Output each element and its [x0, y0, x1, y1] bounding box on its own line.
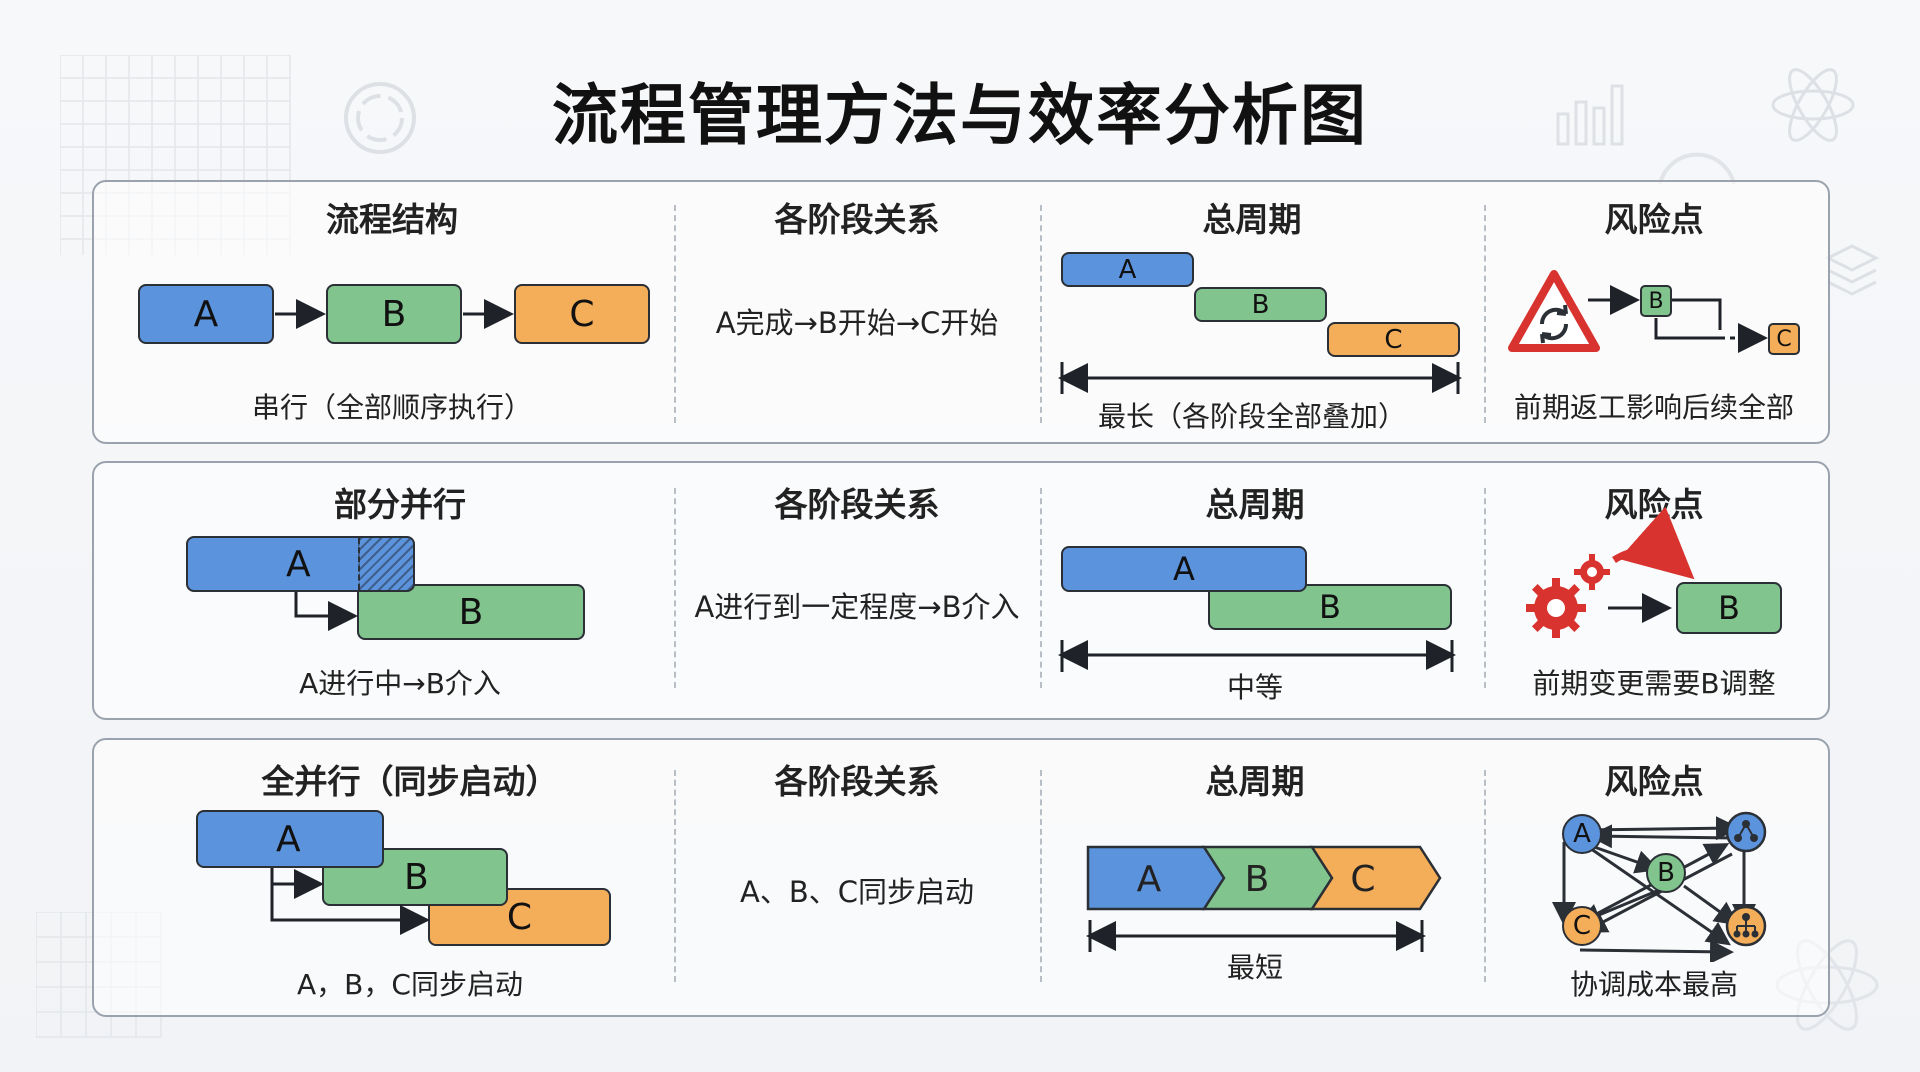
column-divider	[1484, 205, 1486, 423]
risk-node-a: A	[1562, 814, 1602, 854]
cycle-stage-c: C	[1350, 859, 1376, 900]
column-divider	[674, 205, 676, 423]
column-divider	[1040, 770, 1042, 982]
cycle-header: 总周期	[1202, 200, 1302, 239]
risk-stage-b: B	[1676, 582, 1782, 634]
stage-c-block: C	[514, 284, 650, 344]
structure-caption: 串行（全部顺序执行）	[251, 391, 532, 424]
cycle-header: 总周期	[1205, 485, 1305, 524]
structure-caption: A，B，C同步启动	[297, 968, 523, 1001]
chevron-stage-bar	[1086, 845, 1442, 911]
relation-text: A完成→B开始→C开始	[715, 306, 999, 340]
cycle-caption: 最短	[1226, 951, 1283, 984]
cycle-stage-a: A	[1061, 546, 1307, 592]
stage-a-block: A	[196, 810, 384, 868]
cycle-caption: 中等	[1226, 671, 1283, 704]
risk-caption: 前期返工影响后续全部	[1513, 391, 1794, 424]
structure-title: 全并行（同步启动）	[261, 762, 559, 801]
relation-header: 各阶段关系	[774, 485, 940, 524]
relation-header: 各阶段关系	[774, 200, 940, 239]
stage-b-block: B	[326, 284, 462, 344]
page-title: 流程管理方法与效率分析图	[552, 77, 1368, 154]
relation-text: A、B、C同步启动	[740, 875, 974, 909]
column-divider	[674, 770, 676, 982]
rework-warning-icon	[1508, 270, 1600, 352]
column-divider	[1484, 770, 1486, 982]
bar-chart-decoration-icon	[1556, 84, 1624, 146]
structure-caption: A进行中→B介入	[299, 667, 501, 700]
risk-caption: 前期变更需要B调整	[1532, 667, 1776, 700]
risk-header: 风险点	[1604, 762, 1704, 801]
cycle-stage-a: A	[1136, 859, 1162, 900]
structure-title: 流程结构	[326, 200, 458, 239]
relation-text: A进行到一定程度→B介入	[694, 590, 1020, 624]
risk-stage-c: C	[1768, 323, 1800, 355]
risk-stage-b: B	[1640, 285, 1672, 317]
column-divider	[1040, 205, 1042, 423]
gauge-decoration-icon	[1658, 152, 1736, 185]
risk-caption: 协调成本最高	[1569, 968, 1738, 1001]
relation-header: 各阶段关系	[774, 762, 940, 801]
circle-decoration-icon	[344, 82, 416, 154]
column-divider	[1040, 488, 1042, 688]
risk-node-c: C	[1562, 906, 1602, 946]
cycle-header: 总周期	[1205, 762, 1305, 801]
atom-decoration-icon	[1771, 68, 1855, 142]
cycle-caption: 最长（各阶段全部叠加）	[1097, 400, 1406, 433]
hub-node-icon	[1725, 811, 1767, 853]
column-divider	[1484, 488, 1486, 688]
cycle-stage-c: C	[1327, 322, 1460, 357]
stage-a-block: A	[138, 284, 274, 344]
layers-decoration-icon	[1824, 244, 1880, 296]
org-node-icon	[1725, 905, 1767, 947]
cycle-stage-b: B	[1194, 287, 1327, 322]
risk-header: 风险点	[1604, 200, 1704, 239]
cycle-stage-a: A	[1061, 252, 1194, 287]
stage-b-block: B	[357, 584, 585, 640]
structure-title: 部分并行	[334, 485, 466, 524]
overlap-hatch	[358, 538, 415, 590]
cycle-stage-b: B	[1244, 859, 1270, 900]
risk-node-b: B	[1646, 853, 1686, 893]
gears-icon	[1526, 554, 1610, 638]
column-divider	[674, 488, 676, 688]
